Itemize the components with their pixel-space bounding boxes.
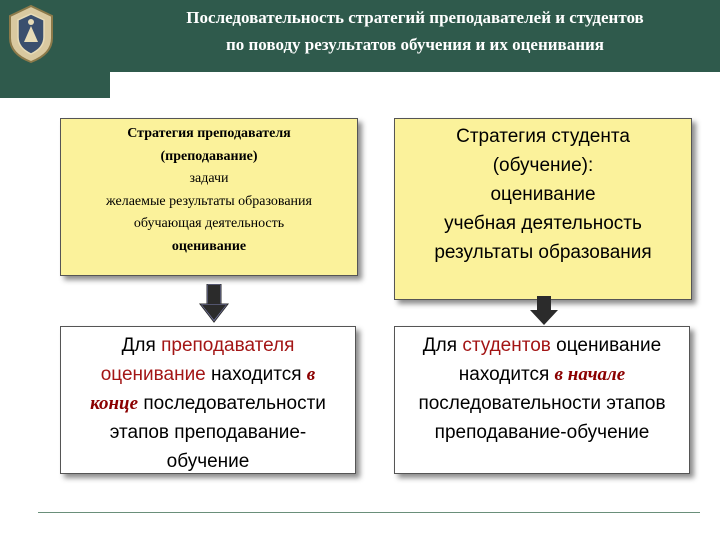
student-highlight: студентов [462, 335, 551, 356]
header-divider [110, 72, 720, 82]
teacher-note-assessment: оценивание [100, 364, 206, 385]
student-strategy-box: Стратегия студента (обучение): оценивани… [394, 118, 692, 300]
title-line-2: по поводу результатов обучения и их оцен… [225, 35, 605, 54]
slide-title: Последовательность стратегий преподавате… [110, 4, 720, 58]
teacher-note-text: находится [205, 364, 307, 385]
teacher-strategy-item-tasks: задачи [189, 171, 229, 186]
student-note-text: находится [458, 364, 555, 385]
student-strategy-item-activity: учебная деятельность [444, 213, 642, 234]
teacher-strategy-item-assessment: оценивание [171, 238, 247, 254]
teacher-strategy-subtitle: (преподавание) [160, 148, 258, 164]
student-note-box: Для студентов оценивание находится в нач… [394, 326, 690, 474]
teacher-strategy-item-activity: обучающая деятельность [133, 216, 285, 231]
teacher-note-text: последовательности [138, 393, 326, 414]
teacher-note-line-1: Для преподавателя [61, 331, 355, 360]
student-strategy-item-outcomes: результаты образования [434, 242, 652, 263]
student-note-line-3: последовательности этапов [418, 393, 666, 414]
teacher-note-text: Для [121, 335, 162, 356]
university-logo-icon [9, 4, 53, 64]
teacher-note-emphasis-end: конце [90, 393, 139, 414]
teacher-note-emphasis-in: в [306, 364, 316, 385]
student-note-line-4: преподавание-обучение [434, 422, 650, 443]
teacher-down-arrow-icon [198, 284, 230, 323]
teacher-note-line-2: оценивание находится в [61, 360, 355, 389]
teacher-note-box: Для преподавателя оценивание находится в… [60, 326, 356, 474]
student-note-text: Для [422, 335, 463, 356]
teacher-note-line-3: конце последовательности [61, 389, 355, 418]
footer-divider [38, 512, 700, 513]
teacher-note-line-5: обучение [166, 451, 250, 472]
teacher-strategy-item-outcomes: желаемые результаты образования [106, 193, 312, 209]
student-note-assessment: оценивание [550, 335, 662, 356]
student-strategy-item-assessment: оценивание [490, 184, 596, 205]
student-note-emphasis-start: в начале [554, 364, 626, 385]
title-line-1: Последовательность стратегий преподавате… [186, 8, 644, 27]
student-strategy-subtitle: (обучение): [492, 155, 594, 176]
header-bar [0, 0, 720, 72]
teacher-note-line-4: этапов преподавание- [109, 422, 307, 443]
student-down-arrow-icon [530, 296, 558, 325]
student-strategy-title: Стратегия студента [456, 126, 630, 147]
teacher-strategy-title: Стратегия преподавателя [127, 126, 291, 141]
teacher-strategy-box: Стратегия преподавателя (преподавание) з… [60, 118, 358, 276]
student-note-line-2: находится в начале [395, 360, 689, 389]
student-note-line-1: Для студентов оценивание [395, 331, 689, 360]
teacher-highlight: преподавателя [161, 335, 295, 356]
